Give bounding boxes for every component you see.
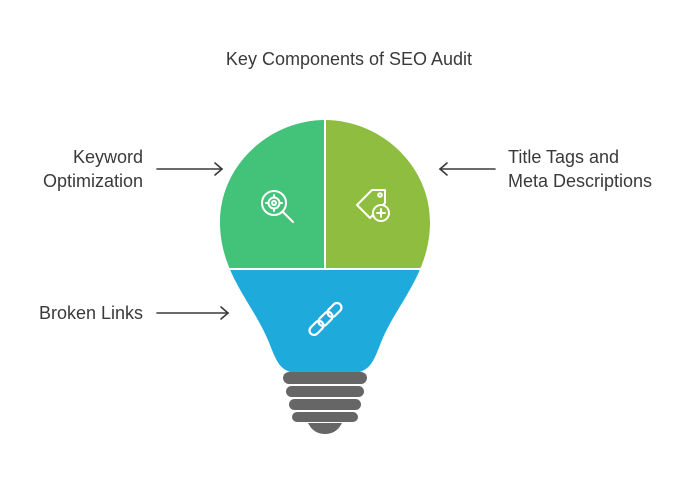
title-tags-label-line1: Title Tags and [508,147,620,167]
broken-links-label: Broken Links [20,301,143,325]
keyword-optimization-segment [220,120,324,268]
title-tags-arrow [438,162,496,176]
keyword-label-line2: Optimization [42,171,143,191]
bulb-base [283,372,367,434]
keyword-label-line1: Keyword [72,147,143,167]
search-gear-icon [261,190,294,223]
title-tags-label-line2: Meta Descriptions [508,171,653,191]
keyword-arrow [156,162,224,176]
keyword-optimization-label: Keyword Optimization [20,145,143,193]
broken-links-arrow [156,306,230,320]
broken-links-label-text: Broken Links [38,303,143,323]
tag-add-icon [356,189,390,222]
diagram-title: Key Components of SEO Audit [225,49,473,69]
title-tags-label: Title Tags and Meta Descriptions [508,145,688,193]
broken-chain-icon [308,301,343,337]
